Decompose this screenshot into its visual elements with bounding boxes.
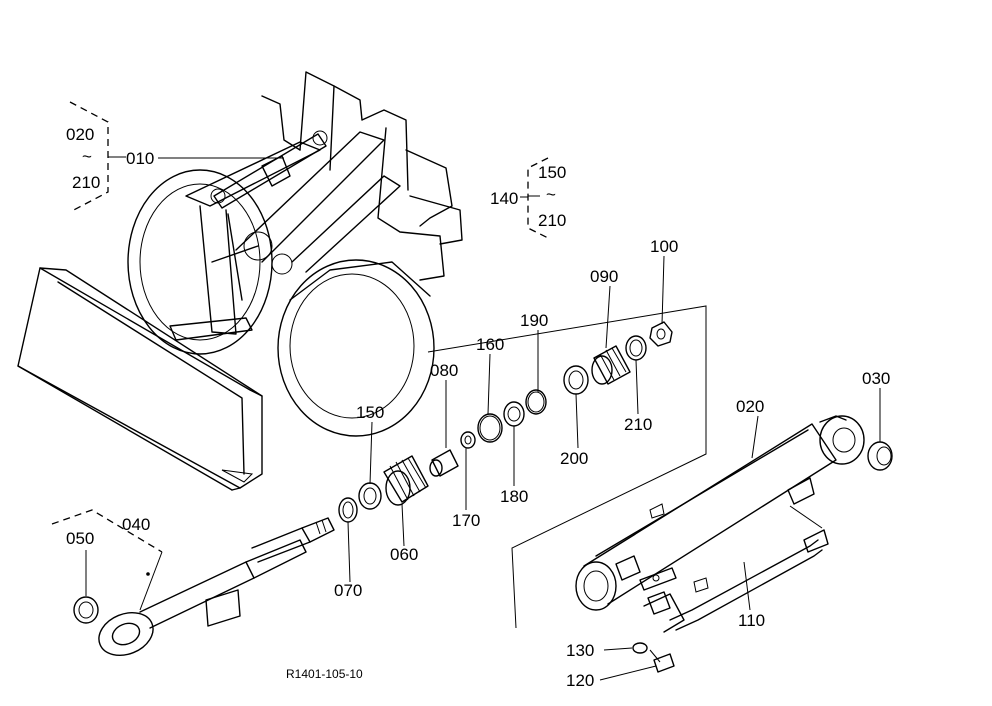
left-range-bracket: 020 ~ 210	[66, 101, 126, 213]
range-right-tilde: ~	[546, 185, 556, 204]
leader-lines	[85, 157, 881, 681]
range-left-bottom: 210	[72, 173, 100, 192]
callout-110: 110	[738, 611, 765, 630]
range-right-bottom: 210	[538, 211, 566, 230]
callout-190: 190	[520, 311, 548, 330]
right-range-bracket: 150 ~ 210	[520, 157, 566, 239]
hydraulic-pipe	[632, 505, 829, 673]
tractor-loader-illustration	[17, 71, 463, 491]
callout-020: 020	[736, 397, 764, 416]
callout-030: 030	[862, 369, 890, 388]
callout-130: 130	[566, 641, 594, 660]
callout-120: 120	[566, 671, 594, 690]
callout-070: 070	[334, 581, 362, 600]
exploded-region-outline	[427, 305, 707, 629]
callout-180: 180	[500, 487, 528, 506]
callout-150: 150	[356, 403, 384, 422]
callout-labels: 010 140 100 090 190 160 080 150 210 200 …	[66, 149, 890, 690]
callout-170: 170	[452, 511, 480, 530]
range-left-top: 020	[66, 125, 94, 144]
cylinder-tube	[575, 415, 893, 611]
callout-200: 200	[560, 449, 588, 468]
range-right-top: 150	[538, 163, 566, 182]
callout-100: 100	[650, 237, 678, 256]
callout-140: 140	[490, 189, 518, 208]
callout-080: 080	[430, 361, 458, 380]
callout-160: 160	[476, 335, 504, 354]
callout-050: 050	[66, 529, 94, 548]
range-left-tilde: ~	[82, 147, 92, 166]
callout-210: 210	[624, 415, 652, 434]
seal-parts	[338, 321, 673, 523]
piston-rod-assembly	[51, 509, 335, 657]
callout-040: 040	[122, 515, 150, 534]
callout-090: 090	[590, 267, 618, 286]
callout-010: 010	[126, 149, 154, 168]
callout-060: 060	[390, 545, 418, 564]
reference-code: R1401-105-10	[286, 667, 363, 681]
